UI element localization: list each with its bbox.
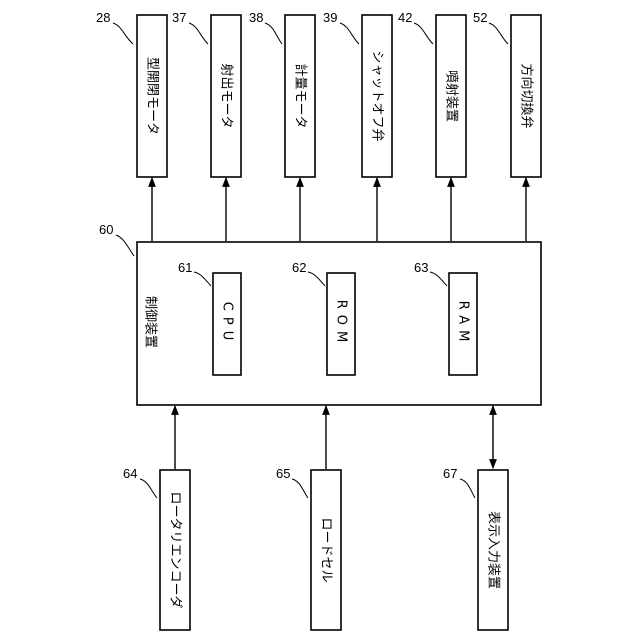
unit-label: CPU bbox=[220, 302, 235, 346]
ref-number: 28 bbox=[96, 10, 110, 25]
controller-label: 制御装置 bbox=[143, 296, 158, 348]
output-label: 噴射装置 bbox=[444, 70, 460, 122]
leader-line bbox=[140, 479, 157, 498]
output-device-injection-motor: 射出モータ 37 bbox=[172, 10, 241, 177]
ref-number: 61 bbox=[178, 260, 192, 275]
leader-line bbox=[489, 23, 508, 44]
ref-number: 63 bbox=[414, 260, 428, 275]
leader-line bbox=[460, 479, 475, 498]
leader-line bbox=[116, 235, 134, 256]
unit-label: ROM bbox=[334, 300, 349, 348]
output-label: シャットオフ弁 bbox=[370, 50, 385, 141]
input-device-load-cell: ロードセル 65 bbox=[276, 466, 341, 630]
output-arrows bbox=[152, 178, 526, 241]
unit-label: RAM bbox=[456, 301, 471, 348]
ref-number: 52 bbox=[473, 10, 487, 25]
ref-number: 42 bbox=[398, 10, 412, 25]
ref-number: 64 bbox=[123, 466, 137, 481]
output-device-injection-unit: 噴射装置 42 bbox=[398, 10, 466, 177]
output-device-metering-motor: 計量モータ 38 bbox=[249, 10, 315, 177]
ref-number: 65 bbox=[276, 466, 290, 481]
output-device-mold-motor: 型開閉モータ 28 bbox=[96, 10, 167, 177]
leader-line bbox=[265, 23, 282, 44]
leader-line bbox=[340, 23, 359, 44]
input-arrows bbox=[175, 406, 493, 469]
input-label: 表示入力装置 bbox=[486, 511, 501, 589]
ref-number: 37 bbox=[172, 10, 186, 25]
input-device-rotary-encoder: ロータリエンコーダ 64 bbox=[123, 466, 190, 630]
ref-number: 60 bbox=[99, 222, 113, 237]
output-device-directional-valve: 方向切換弁 52 bbox=[473, 10, 541, 177]
output-label: 型開閉モータ bbox=[145, 57, 160, 135]
ref-number: 39 bbox=[323, 10, 337, 25]
ref-number: 67 bbox=[443, 466, 457, 481]
output-label: 計量モータ bbox=[293, 63, 309, 128]
output-label: 方向切換弁 bbox=[519, 63, 535, 128]
leader-line bbox=[414, 23, 433, 44]
leader-line bbox=[292, 479, 308, 498]
ref-number: 62 bbox=[292, 260, 306, 275]
ref-number: 38 bbox=[249, 10, 263, 25]
input-device-display-input: 表示入力装置 67 bbox=[443, 466, 508, 630]
leader-line bbox=[113, 23, 133, 44]
output-device-shutoff-valve: シャットオフ弁 39 bbox=[323, 10, 392, 177]
input-label: ロータリエンコーダ bbox=[168, 491, 183, 608]
output-label: 射出モータ bbox=[219, 63, 235, 128]
leader-line bbox=[189, 23, 208, 44]
input-label: ロードセル bbox=[319, 517, 334, 582]
controller: 制御装置 60 CPU 61 ROM 62 RAM 63 bbox=[99, 222, 541, 405]
